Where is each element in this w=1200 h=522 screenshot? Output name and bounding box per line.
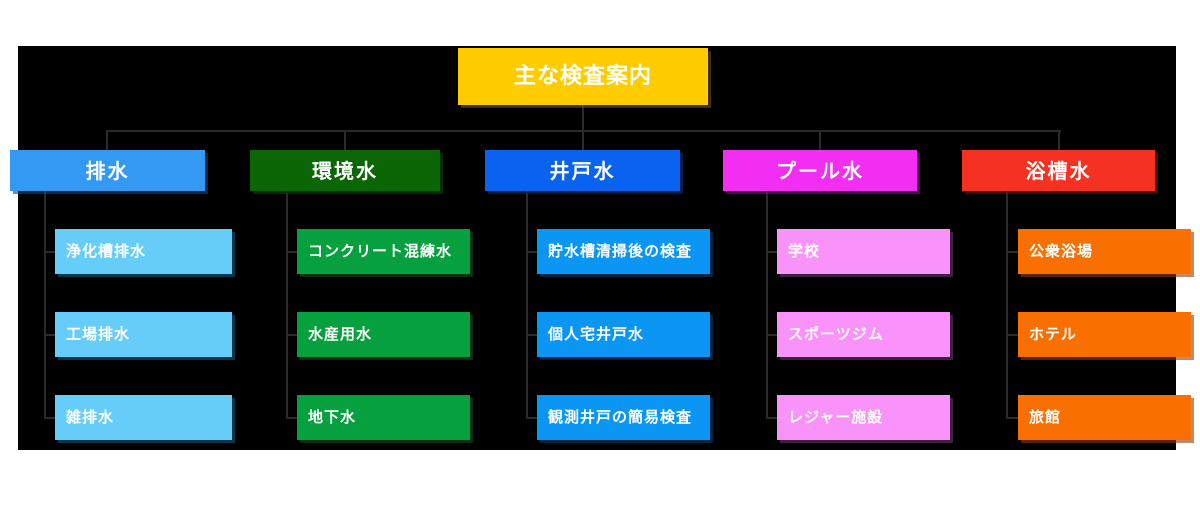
connector-child-2-2 <box>526 417 539 419</box>
child-node[interactable]: 地下水 <box>297 395 470 440</box>
child-label: レジャー施設 <box>788 408 884 426</box>
connector-spine-1 <box>286 191 288 418</box>
connector-child-2-0 <box>526 251 539 253</box>
connector-child-3-1 <box>766 334 779 336</box>
child-node[interactable]: 観測井戸の簡易検査 <box>537 395 710 440</box>
category-node-haisui[interactable]: 排水 <box>10 150 205 191</box>
child-node[interactable]: 旅館 <box>1018 395 1191 440</box>
child-node[interactable]: 工場排水 <box>55 312 232 357</box>
child-node[interactable]: 雑排水 <box>55 395 232 440</box>
child-node[interactable]: コンクリート混練水 <box>297 229 470 274</box>
child-node[interactable]: レジャー施設 <box>777 395 950 440</box>
connector-child-2-1 <box>526 334 539 336</box>
child-label: 個人宅井戸水 <box>548 325 645 343</box>
child-node[interactable]: スポーツジム <box>777 312 950 357</box>
category-label: 環境水 <box>312 158 378 183</box>
child-label: 地下水 <box>308 408 357 426</box>
connector-drop-3 <box>819 130 821 150</box>
connector-child-1-1 <box>286 334 299 336</box>
child-node[interactable]: ホテル <box>1018 312 1191 357</box>
child-node[interactable]: 学校 <box>777 229 950 274</box>
child-label: スポーツジム <box>788 325 884 343</box>
root-node-label: 主な検査案内 <box>513 63 652 89</box>
connector-spine-0 <box>44 191 46 418</box>
root-node-title[interactable]: 主な検査案内 <box>458 48 708 105</box>
child-node[interactable]: 公衆浴場 <box>1018 229 1191 274</box>
child-label: 観測井戸の簡易検査 <box>548 408 693 426</box>
child-label: ホテル <box>1029 325 1078 343</box>
category-label: 浴槽水 <box>1025 158 1092 183</box>
connector-spine-4 <box>1006 191 1008 418</box>
child-label: 旅館 <box>1029 408 1062 426</box>
child-label: 工場排水 <box>66 325 131 343</box>
connector-drop-2 <box>582 130 584 150</box>
child-label: コンクリート混練水 <box>308 242 453 260</box>
child-node[interactable]: 水産用水 <box>297 312 470 357</box>
connector-spine-2 <box>526 191 528 418</box>
connector-drop-0 <box>106 130 108 150</box>
connector-drop-1 <box>344 130 346 150</box>
connector-drop-4 <box>1058 130 1060 150</box>
category-label: プール水 <box>776 158 864 183</box>
category-node-kankyosui[interactable]: 環境水 <box>250 150 440 191</box>
connector-child-1-2 <box>286 417 299 419</box>
child-node[interactable]: 個人宅井戸水 <box>537 312 710 357</box>
child-node[interactable]: 浄化槽排水 <box>55 229 232 274</box>
connector-child-4-1 <box>1006 334 1019 336</box>
connector-spine-3 <box>766 191 768 418</box>
child-label: 浄化槽排水 <box>66 242 147 260</box>
child-label: 公衆浴場 <box>1029 242 1094 260</box>
connector-title-stem <box>582 105 584 131</box>
category-label: 排水 <box>85 158 130 183</box>
connector-child-4-2 <box>1006 417 1019 419</box>
connector-child-1-0 <box>286 251 299 253</box>
connector-child-3-2 <box>766 417 779 419</box>
connector-child-4-0 <box>1006 251 1019 253</box>
child-node[interactable]: 貯水槽清掃後の検査 <box>537 229 710 274</box>
child-label: 水産用水 <box>308 325 373 343</box>
child-label: 雑排水 <box>66 408 115 426</box>
connector-child-3-0 <box>766 251 779 253</box>
category-node-poolsui[interactable]: プール水 <box>723 150 917 191</box>
category-node-yokusousui[interactable]: 浴槽水 <box>962 150 1155 191</box>
child-label: 学校 <box>788 242 821 260</box>
child-label: 貯水槽清掃後の検査 <box>548 242 693 260</box>
connector-child-0-1 <box>44 334 57 336</box>
connector-child-0-0 <box>44 251 57 253</box>
category-node-idosui[interactable]: 井戸水 <box>485 150 680 191</box>
connector-child-0-2 <box>44 417 57 419</box>
category-label: 井戸水 <box>549 158 616 183</box>
